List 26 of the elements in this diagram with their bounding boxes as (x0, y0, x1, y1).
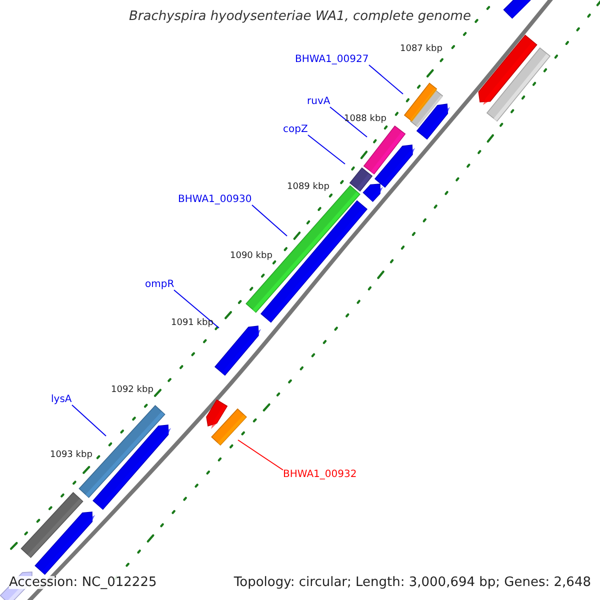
footer-text: Accession: NC_012225 (9, 576, 157, 589)
scale-label: 1090 kbp (230, 252, 272, 261)
gene-feature (211, 408, 247, 446)
gene-label: BHWA1_00932 (283, 470, 357, 480)
leader-line (252, 204, 288, 236)
title: Brachyspira hyodysenteriae WA1, complete genome (128, 10, 472, 23)
gene-label: BHWA1_00927 (295, 55, 369, 65)
gene-label: copZ (283, 125, 308, 135)
gene-label: ruvA (307, 97, 330, 107)
footer-text: Topology: circular; Length: 3,000,694 bp; Genes: 2,648 (234, 576, 591, 589)
scale-label: 1089 kbp (287, 183, 330, 192)
gene-label: lysA (51, 395, 72, 405)
gene-label: BHWA1_00930 (178, 195, 252, 205)
gene-feature (214, 326, 261, 376)
leader-line (238, 440, 284, 470)
gene-feature (404, 82, 438, 122)
gene-label: ompR (145, 280, 174, 290)
gene-feature (349, 167, 373, 192)
leader-line (308, 134, 346, 164)
leader-line (174, 290, 220, 328)
scale-label: 1093 kbp (50, 451, 92, 460)
leader-line (330, 106, 368, 138)
leader-line (368, 64, 404, 94)
gene-feature (78, 405, 166, 498)
leader-line (72, 404, 106, 436)
gene-feature (363, 125, 406, 175)
